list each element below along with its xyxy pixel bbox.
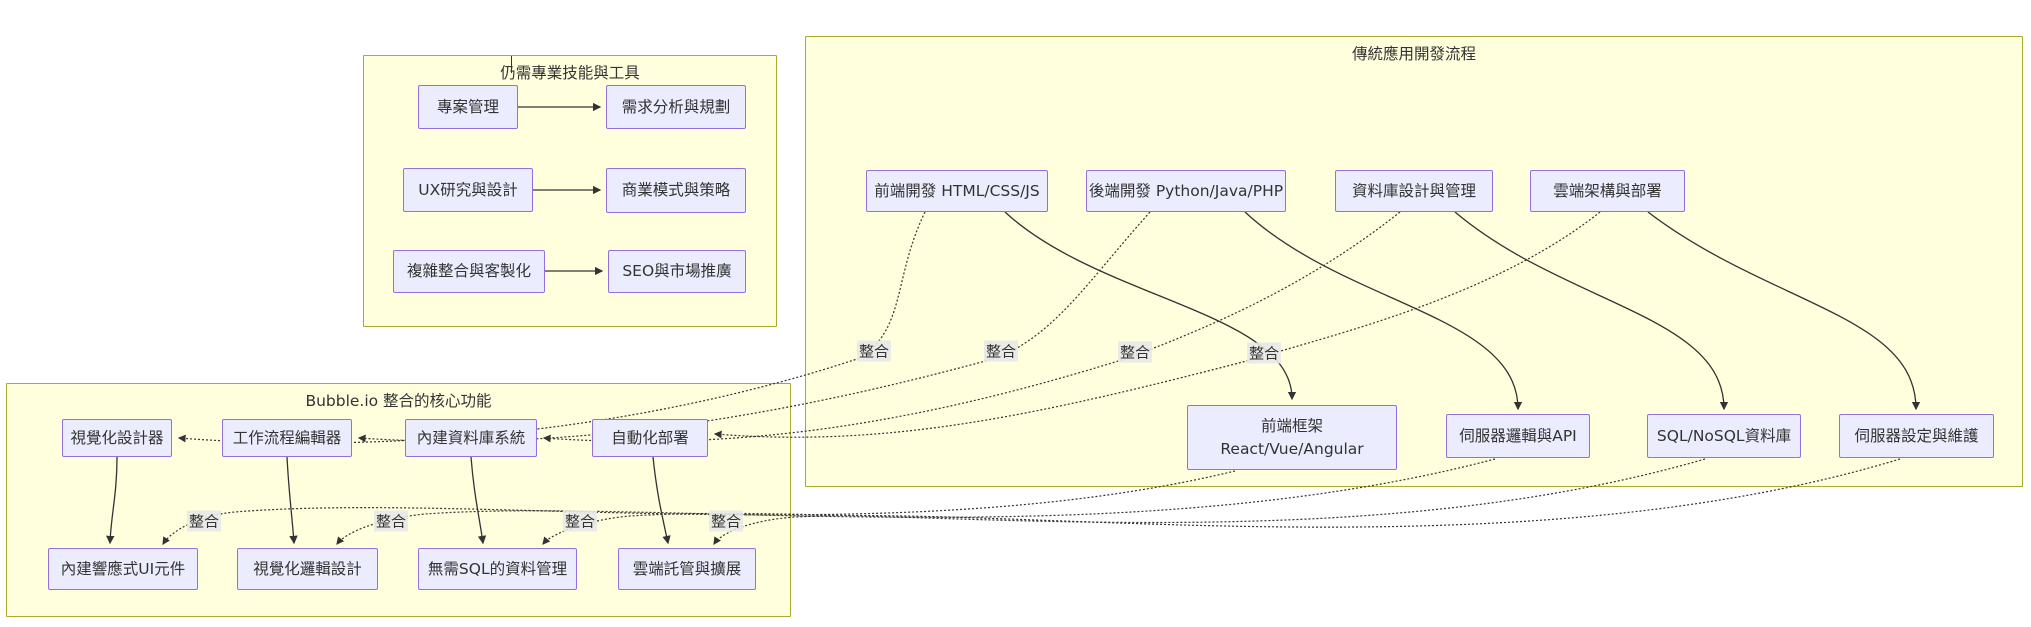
- edge-frontend-framework-to-responsive-ui: [162, 470, 1236, 545]
- node-label: 視覺化設計器: [70, 428, 164, 447]
- node-cloud-hosting-scaling: 雲端託管與擴展: [618, 548, 756, 590]
- edge-server-logic-to-visual-logic: [336, 458, 1496, 545]
- edge-label-integration-5: 整合: [186, 510, 222, 532]
- node-sql-nosql-db: SQL/NoSQL資料庫: [1647, 414, 1801, 458]
- node-label: 商業模式與策略: [621, 181, 731, 200]
- node-workflow-editor: 工作流程編輯器: [222, 419, 352, 457]
- edge-builtin-db-to-nosql-data: [470, 456, 487, 545]
- subgraph-bubble-title: Bubble.io 整合的核心功能: [305, 392, 492, 410]
- node-label: 伺服器邏輯與API: [1459, 426, 1577, 445]
- node-label: SEO與市場推廣: [622, 262, 732, 281]
- node-label: SQL/NoSQL資料庫: [1656, 426, 1792, 445]
- node-label: 專案管理: [436, 97, 499, 116]
- edge-auto-deploy-to-cloud-hosting: [652, 456, 671, 545]
- edge-sql-nosql-to-nosql-data: [542, 458, 1706, 545]
- edge-frontend-dev-to-frontend-framework: [1004, 211, 1297, 401]
- edge-cloud-arch-to-server-setup: [1647, 211, 1921, 411]
- subgraph-traditional: 傳統應用開發流程: [805, 36, 2023, 487]
- node-auto-deploy: 自動化部署: [592, 419, 708, 457]
- node-cloud-architecture: 雲端架構與部署: [1530, 170, 1685, 212]
- edge-cloud-arch-to-auto-deploy: [713, 211, 1601, 439]
- node-label: 資料庫設計與管理: [1351, 181, 1476, 200]
- edge-backend-dev-to-workflow-editor: [357, 211, 1151, 443]
- node-visual-designer: 視覺化設計器: [62, 419, 172, 457]
- node-ux-research: UX研究與設計: [403, 168, 533, 212]
- node-label: React/Vue/Angular: [1220, 439, 1364, 458]
- node-label: UX研究與設計: [418, 180, 518, 199]
- node-business-model: 商業模式與策略: [606, 168, 746, 213]
- node-label: 伺服器設定與維護: [1854, 426, 1979, 445]
- edge-label-integration-4: 整合: [1246, 342, 1282, 364]
- node-label: 雲端託管與擴展: [632, 559, 742, 578]
- text-caret-artifact: [511, 56, 512, 73]
- edge-workflow-editor-to-visual-logic: [286, 456, 298, 545]
- node-complex-integration: 複雜整合與客製化: [393, 250, 545, 293]
- node-backend-dev: 後端開發 Python/Java/PHP: [1086, 170, 1286, 212]
- node-label: 前端開發 HTML/CSS/JS: [874, 181, 1040, 200]
- node-label: 內建資料庫系統: [416, 428, 526, 447]
- node-label: 前端框架: [1260, 417, 1323, 436]
- node-db-design: 資料庫設計與管理: [1335, 170, 1493, 212]
- node-builtin-database: 內建資料庫系統: [405, 419, 537, 457]
- node-label: 雲端架構與部署: [1553, 181, 1662, 200]
- node-label: 後端開發 Python/Java/PHP: [1088, 181, 1284, 200]
- subgraph-skills-title: 仍需專業技能與工具: [500, 64, 640, 82]
- edge-label-integration-6: 整合: [373, 510, 409, 532]
- edge-label-integration-8: 整合: [708, 510, 744, 532]
- node-visual-logic-design: 視覺化邏輯設計: [237, 548, 378, 590]
- node-requirements-analysis: 需求分析與規劃: [606, 85, 746, 129]
- node-project-management: 專案管理: [418, 85, 518, 129]
- node-nosql-data-management: 無需SQL的資料管理: [418, 548, 577, 590]
- edge-label-integration-1: 整合: [856, 340, 892, 362]
- node-label: 需求分析與規劃: [621, 97, 731, 116]
- node-seo-marketing: SEO與市場推廣: [608, 250, 746, 293]
- edge-db-design-to-sql-nosql: [1454, 211, 1729, 411]
- node-label: 工作流程編輯器: [232, 428, 342, 447]
- node-label: 視覺化邏輯設計: [253, 559, 362, 578]
- edge-visual-designer-to-responsive-ui: [106, 456, 118, 545]
- node-label: 複雜整合與客製化: [406, 262, 531, 281]
- node-label: 自動化部署: [611, 428, 689, 447]
- node-server-logic-api: 伺服器邏輯與API: [1446, 414, 1590, 458]
- node-label: 無需SQL的資料管理: [427, 559, 568, 578]
- subgraph-traditional-title: 傳統應用開發流程: [1351, 45, 1476, 63]
- node-responsive-ui-components: 內建響應式UI元件: [48, 548, 198, 590]
- node-frontend-framework: 前端框架 React/Vue/Angular: [1187, 405, 1397, 470]
- node-server-setup-maintenance: 伺服器設定與維護: [1839, 414, 1994, 458]
- node-frontend-dev: 前端開發 HTML/CSS/JS: [866, 170, 1048, 212]
- edge-db-design-to-builtin-db: [542, 211, 1401, 443]
- node-label: 內建響應式UI元件: [60, 559, 186, 578]
- edge-backend-dev-to-server-logic: [1244, 211, 1523, 411]
- edge-label-integration-3: 整合: [1117, 341, 1153, 363]
- edge-server-setup-to-cloud-hosting: [713, 458, 1901, 545]
- edge-frontend-dev-to-visual-designer: [177, 211, 926, 444]
- edge-label-integration-2: 整合: [983, 340, 1019, 362]
- edge-label-integration-7: 整合: [562, 510, 598, 532]
